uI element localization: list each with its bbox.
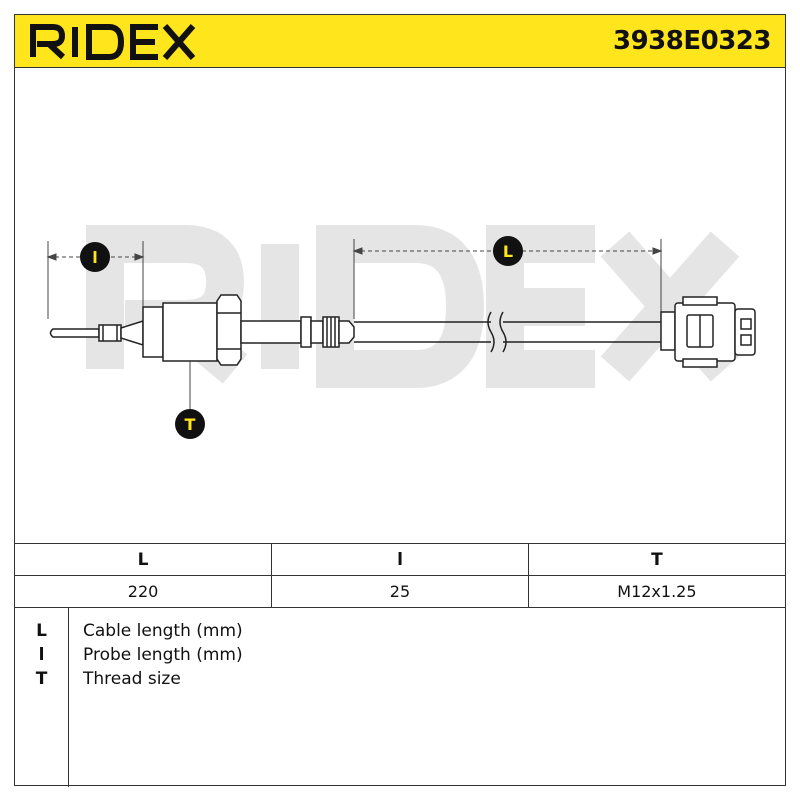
callout-probe-marker [80, 242, 110, 272]
spec-value-thread: M12x1.25 [527, 575, 785, 608]
legend-item: L Cable length (mm) [15, 619, 785, 643]
datasheet-frame: 3938E0323 l L [14, 14, 786, 787]
spec-header-cable: L [15, 543, 273, 576]
spec-header-thread: T [527, 543, 785, 576]
legend-description: Cable length (mm) [83, 621, 243, 641]
electrical-connector [660, 296, 756, 368]
legend-description: Probe length (mm) [83, 645, 243, 665]
legend-symbol: l [38, 645, 45, 665]
legend-item: l Probe length (mm) [15, 643, 785, 667]
callout-cable-label: L [503, 242, 513, 261]
part-number: 3938E0323 [613, 26, 772, 56]
callout-thread-marker [175, 409, 205, 439]
spec-value-cable: 220 [15, 575, 273, 608]
sensor-technical-drawing: l L [46, 225, 756, 439]
legend-item: T Thread size [15, 667, 785, 691]
legend-description: Thread size [83, 669, 181, 689]
ridex-logo [30, 24, 196, 60]
legend-divider [68, 607, 69, 787]
legend-symbol: T [35, 669, 48, 689]
header-bar: 3938E0323 [15, 15, 785, 68]
callout-cable-marker [493, 236, 523, 266]
sensor-probe [49, 294, 355, 366]
spec-header-probe: l [271, 543, 529, 576]
cable-length-dimension [352, 239, 663, 319]
callout-thread-label: T [185, 415, 196, 434]
legend-symbol: L [36, 621, 47, 641]
spec-table: L l T 220 25 M12x1.25 [15, 543, 785, 608]
callout-probe-label: l [92, 248, 97, 267]
spec-value-probe: 25 [271, 575, 529, 608]
sensor-cable [354, 311, 661, 353]
spec-header-row: L l T [15, 543, 785, 576]
spec-value-row: 220 25 M12x1.25 [15, 575, 785, 608]
legend: L Cable length (mm) l Probe length (mm) … [15, 607, 785, 787]
